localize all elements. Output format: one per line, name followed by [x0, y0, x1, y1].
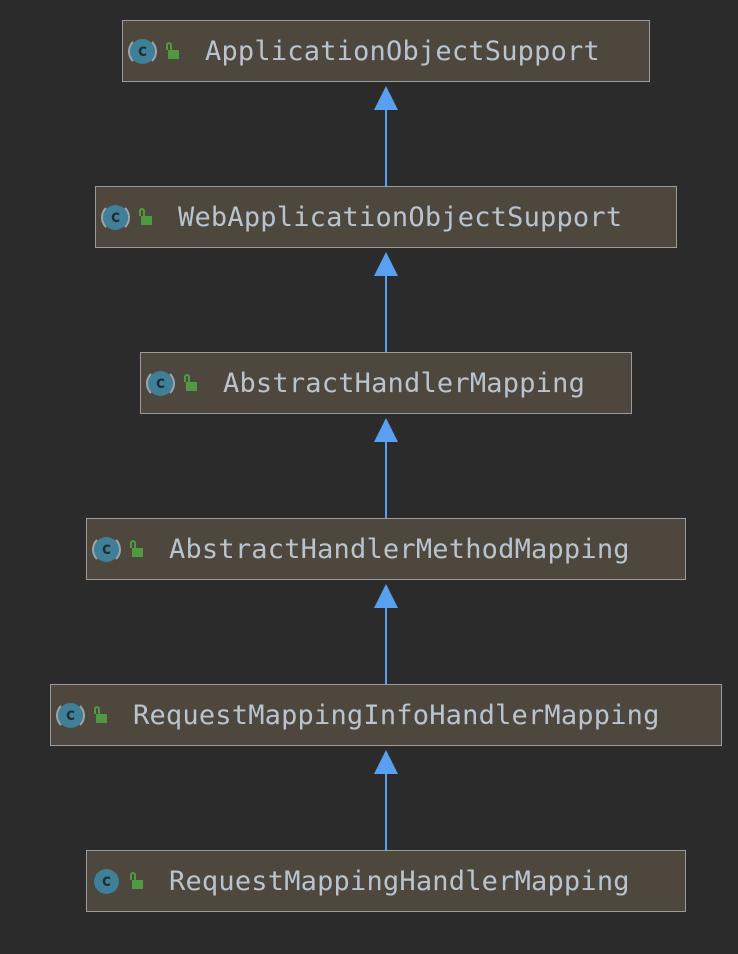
unlocked-icon — [129, 540, 143, 558]
node-label: RequestMappingHandlerMapping — [169, 865, 630, 897]
node-request-mapping-info-handler-mapping[interactable]: c RequestMappingInfoHandlerMapping — [50, 684, 722, 746]
abstract-class-icon: c — [128, 36, 157, 66]
node-label: AbstractHandlerMapping — [223, 367, 586, 399]
arrow-abstracthandler-to-web — [374, 252, 398, 352]
unlocked-icon — [129, 872, 143, 890]
unlocked-icon — [93, 706, 107, 724]
node-label: AbstractHandlerMethodMapping — [169, 533, 630, 565]
abstract-class-icon: c — [101, 202, 130, 232]
arrow-web-to-application — [374, 86, 398, 186]
node-request-mapping-handler-mapping[interactable]: c RequestMappingHandlerMapping — [86, 850, 686, 912]
node-application-object-support[interactable]: c ApplicationObjectSupport — [122, 20, 650, 82]
unlocked-icon — [165, 42, 179, 60]
arrow-info-to-method — [374, 584, 398, 684]
unlocked-icon — [183, 374, 197, 392]
node-web-application-object-support[interactable]: c WebApplicationObjectSupport — [95, 186, 677, 248]
unlocked-icon — [138, 208, 152, 226]
abstract-class-icon: c — [92, 534, 121, 564]
node-abstract-handler-mapping[interactable]: c AbstractHandlerMapping — [140, 352, 632, 414]
arrow-requestmapping-to-info — [374, 750, 398, 850]
abstract-class-icon: c — [56, 700, 85, 730]
arrow-method-to-abstracthandler — [374, 418, 398, 518]
node-label: RequestMappingInfoHandlerMapping — [133, 699, 660, 731]
node-label: ApplicationObjectSupport — [205, 35, 600, 67]
node-label: WebApplicationObjectSupport — [178, 201, 623, 233]
class-icon: c — [94, 868, 119, 894]
abstract-class-icon: c — [146, 368, 175, 398]
node-abstract-handler-method-mapping[interactable]: c AbstractHandlerMethodMapping — [86, 518, 686, 580]
